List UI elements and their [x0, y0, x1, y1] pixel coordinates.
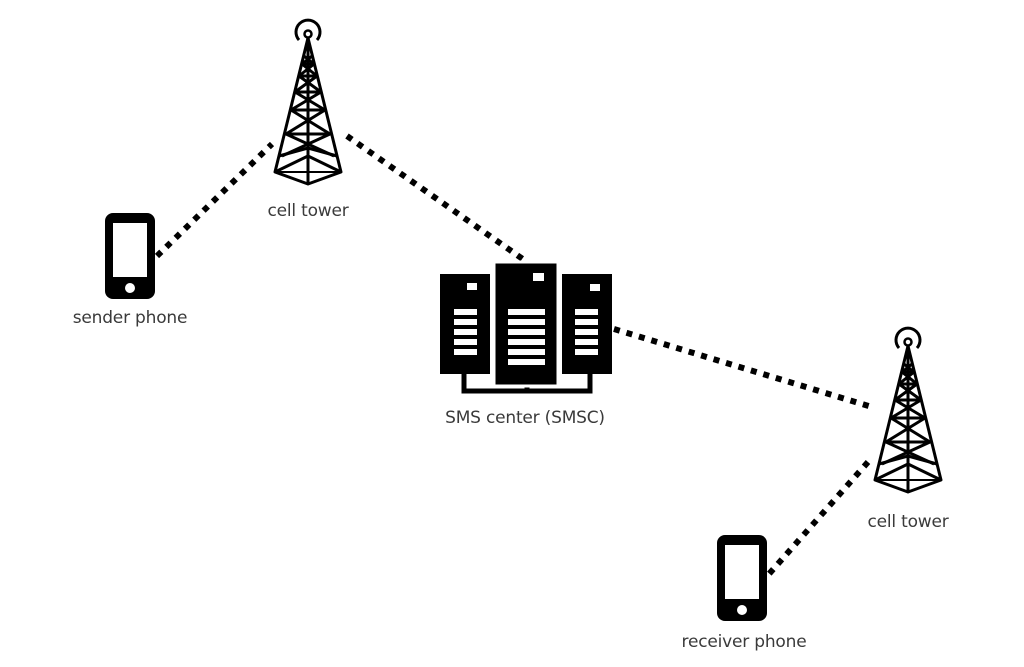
link-tower1-smsc	[345, 133, 529, 265]
cell-tower-icon	[273, 18, 343, 186]
node-label-receiver: receiver phone	[681, 632, 807, 652]
link-smsc-tower2	[613, 326, 873, 410]
link-sender-tower1	[154, 141, 275, 259]
node-label-sender: sender phone	[72, 308, 188, 328]
node-label-tower2: cell tower	[867, 512, 949, 532]
node-label-smsc: SMS center (SMSC)	[445, 408, 605, 428]
node-label-tower1: cell tower	[267, 201, 349, 221]
nodes-layer	[105, 18, 943, 621]
link-tower2-receiver	[766, 460, 871, 576]
smartphone-icon	[105, 213, 155, 299]
links-layer	[154, 133, 873, 576]
server-rack-icon	[440, 260, 612, 394]
smartphone-icon	[717, 535, 767, 621]
cell-tower-icon	[873, 326, 943, 494]
